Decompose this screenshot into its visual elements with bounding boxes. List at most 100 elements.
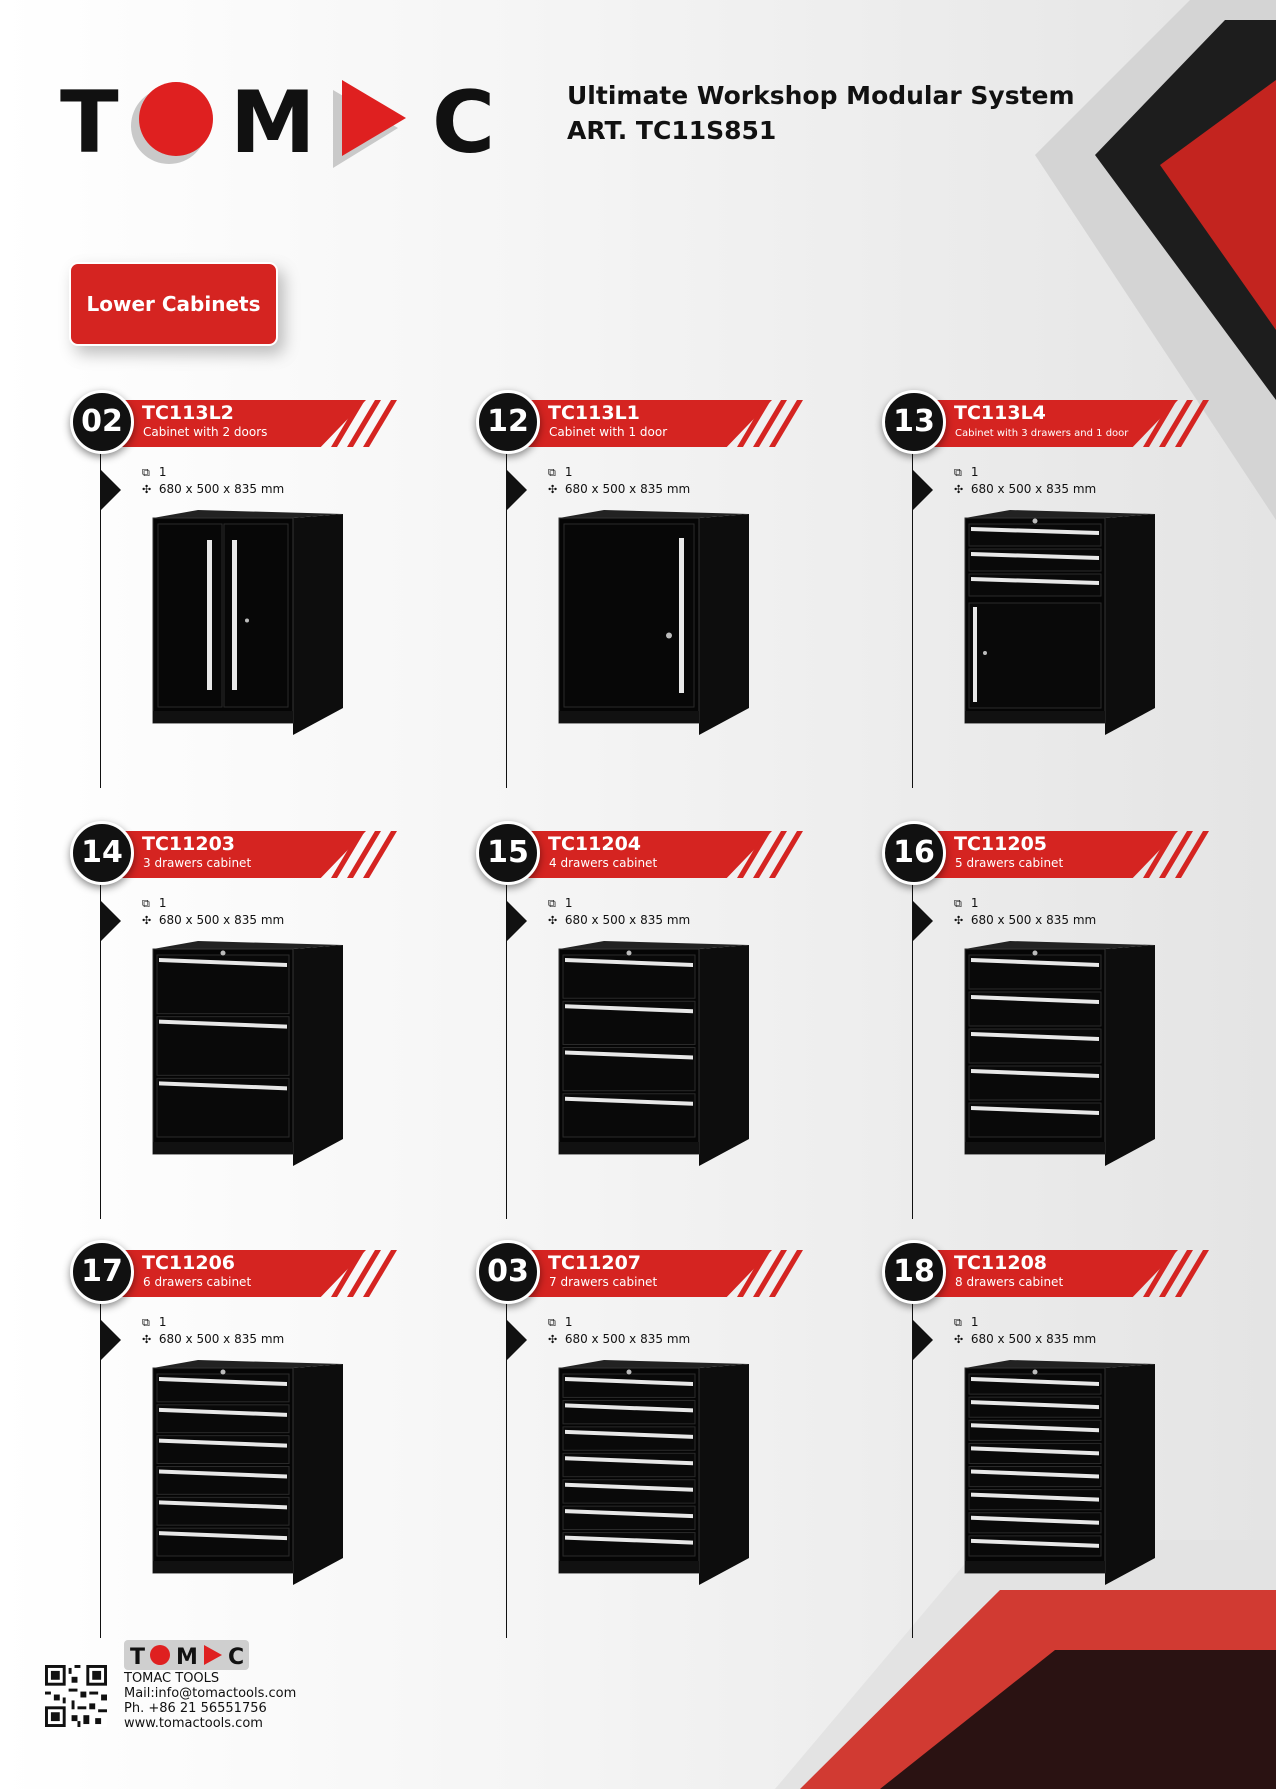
footer-company: TOMAC TOOLS bbox=[124, 1671, 220, 1686]
product-number: 14 bbox=[70, 821, 134, 885]
product-description: 3 drawers cabinet bbox=[143, 856, 252, 870]
quantity-value: 1 bbox=[158, 465, 167, 479]
logo-circle-icon bbox=[131, 82, 213, 164]
tomac-logo: T M C bbox=[60, 73, 495, 173]
product-code: TC11203 bbox=[142, 833, 236, 855]
quantity-value: 1 bbox=[564, 1315, 573, 1329]
timeline-line bbox=[912, 869, 913, 1219]
product-description: Cabinet with 3 drawers and 1 door bbox=[955, 428, 1129, 439]
product-image bbox=[957, 506, 1167, 750]
product-number: 02 bbox=[70, 390, 134, 454]
quantity-row: ⧉ 1 bbox=[548, 464, 572, 481]
quantity-value: 1 bbox=[970, 465, 979, 479]
product-description: 4 drawers cabinet bbox=[549, 856, 658, 870]
stripes-icon bbox=[331, 1250, 397, 1297]
drawer-handle bbox=[971, 1032, 1099, 1041]
footer-tomac-logo: T M C bbox=[124, 1640, 249, 1670]
boxes-icon: ⧉ bbox=[142, 466, 150, 479]
move-arrows-icon: ✣ bbox=[954, 483, 964, 496]
product-code: TC113L1 bbox=[548, 402, 640, 424]
product-image bbox=[551, 1356, 761, 1600]
dimensions-value: 680 x 500 x 835 mm bbox=[970, 482, 1097, 496]
drawer-handle bbox=[565, 1403, 693, 1413]
dimensions-value: 680 x 500 x 835 mm bbox=[564, 1332, 691, 1346]
drawer-handle bbox=[159, 1019, 287, 1029]
footer-website[interactable]: www.tomactools.com bbox=[124, 1716, 263, 1731]
product-image bbox=[957, 1356, 1167, 1600]
section-label-button[interactable]: Lower Cabinets bbox=[69, 262, 278, 346]
product-header-band bbox=[100, 400, 366, 447]
move-arrows-icon: ✣ bbox=[954, 914, 964, 927]
drawer-handle bbox=[565, 1509, 693, 1519]
product-image bbox=[145, 1356, 355, 1600]
quantity-row: ⧉ 1 bbox=[548, 1314, 572, 1331]
drawer-handle bbox=[565, 1535, 693, 1545]
dimensions-row: ✣ 680 x 500 x 835 mm bbox=[548, 1331, 690, 1348]
pointer-arrow-icon bbox=[913, 1320, 933, 1360]
timeline-line bbox=[912, 438, 913, 788]
product-code: TC11204 bbox=[548, 833, 642, 855]
quantity-value: 1 bbox=[158, 896, 167, 910]
svg-text:T: T bbox=[130, 1645, 145, 1670]
drawer-handle bbox=[159, 1531, 287, 1541]
stripes-icon bbox=[331, 400, 397, 447]
move-arrows-icon: ✣ bbox=[548, 483, 558, 496]
drawer-handle bbox=[971, 1469, 1099, 1479]
drawer-handle bbox=[159, 1377, 287, 1386]
stripes-icon bbox=[331, 831, 397, 878]
quantity-row: ⧉ 1 bbox=[142, 895, 166, 912]
drawer-handle bbox=[971, 1446, 1099, 1456]
quantity-row: ⧉ 1 bbox=[142, 1314, 166, 1331]
footer-mail[interactable]: Mail:info@tomactools.com bbox=[124, 1686, 297, 1701]
dimensions-value: 680 x 500 x 835 mm bbox=[970, 1332, 1097, 1346]
product-header-band bbox=[506, 831, 772, 878]
stripes-icon bbox=[1143, 831, 1209, 878]
pointer-arrow-icon bbox=[101, 901, 121, 941]
cabinet-image bbox=[558, 941, 749, 1166]
cabinet-image bbox=[558, 510, 749, 735]
cabinet-image bbox=[964, 1360, 1155, 1585]
quantity-value: 1 bbox=[564, 465, 573, 479]
timeline-line bbox=[100, 438, 101, 788]
logo-triangle-icon bbox=[333, 80, 406, 168]
quantity-row: ⧉ 1 bbox=[548, 895, 572, 912]
product-number: 17 bbox=[70, 1240, 134, 1304]
boxes-icon: ⧉ bbox=[954, 897, 962, 910]
drawer-handle bbox=[159, 1469, 287, 1479]
stripes-icon bbox=[737, 1250, 803, 1297]
product-code: TC11208 bbox=[954, 1252, 1048, 1274]
title-line-2: ART. TC11S851 bbox=[567, 116, 777, 145]
dimensions-value: 680 x 500 x 835 mm bbox=[564, 482, 691, 496]
quantity-value: 1 bbox=[970, 896, 979, 910]
drawer-handle bbox=[565, 1004, 693, 1014]
product-image bbox=[145, 937, 355, 1181]
drawer-handle bbox=[971, 1106, 1099, 1115]
pointer-arrow-icon bbox=[101, 1320, 121, 1360]
product-number: 13 bbox=[882, 390, 946, 454]
dimensions-row: ✣ 680 x 500 x 835 mm bbox=[548, 481, 690, 498]
dimensions-row: ✣ 680 x 500 x 835 mm bbox=[954, 481, 1096, 498]
drawer-handle bbox=[159, 1500, 287, 1510]
logo-letter-m: M bbox=[230, 73, 316, 173]
move-arrows-icon: ✣ bbox=[548, 914, 558, 927]
drawer-handle bbox=[159, 1438, 287, 1448]
logo-letter-t: T bbox=[60, 73, 119, 173]
drawer-handle bbox=[565, 1482, 693, 1492]
cabinet-image bbox=[152, 510, 343, 735]
product-header-band bbox=[912, 831, 1178, 878]
timeline-line bbox=[506, 438, 507, 788]
product-description: 6 drawers cabinet bbox=[143, 1275, 252, 1289]
dimensions-value: 680 x 500 x 835 mm bbox=[970, 913, 1097, 927]
boxes-icon: ⧉ bbox=[142, 897, 150, 910]
product-description: Cabinet with 1 door bbox=[549, 425, 668, 439]
cabinet-image bbox=[152, 941, 343, 1166]
